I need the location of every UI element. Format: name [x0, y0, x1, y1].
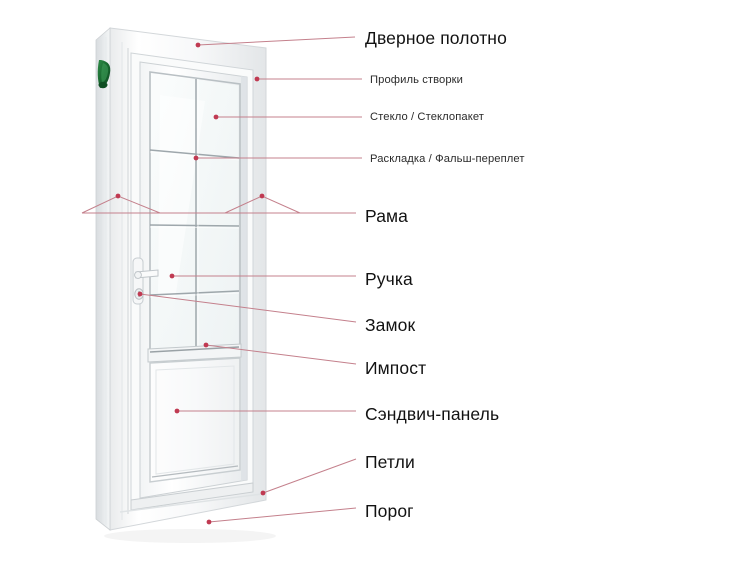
label-frame: Рама [365, 206, 408, 226]
leader-threshold [208, 507, 357, 523]
label-sandwich-panel: Сэндвич-панель [365, 404, 500, 424]
leader-dot-frame [115, 193, 121, 199]
label-handle: Ручка [365, 269, 413, 289]
leader-dot-mullion [203, 342, 209, 348]
sash-edge [241, 76, 247, 481]
label-threshold: Порог [365, 501, 414, 521]
label-muntin: Раскладка / Фальш-переплет [370, 153, 525, 165]
leader-dot-lock [137, 291, 143, 297]
sandwich-panel [149, 357, 241, 483]
leader-dot-hinges [260, 490, 266, 496]
muntin-grid [149, 79, 240, 348]
leader-dot-frame [259, 193, 265, 199]
leader-dot-muntin [193, 155, 199, 161]
door-hinge [97, 60, 111, 89]
panel-bottom-shadow [151, 465, 239, 478]
mullion-bar [147, 343, 242, 363]
door-shadow [104, 529, 276, 543]
leader-frame [81, 195, 356, 214]
leader-mullion [205, 344, 357, 365]
leader-dot-handle [169, 273, 175, 279]
leader-hinges [262, 458, 357, 494]
glass-reflection [158, 95, 205, 300]
threshold [119, 482, 263, 513]
leader-door-leaf [197, 36, 356, 46]
label-mullion: Импост [365, 358, 427, 378]
label-sash-profile: Профиль створки [370, 74, 464, 86]
label-glazing: Стекло / Стеклопакет [370, 111, 484, 123]
leader-lock [139, 293, 357, 323]
handle-pivot [134, 271, 142, 279]
leader-dot-glazing [213, 114, 219, 120]
leader-dot-threshold [206, 519, 212, 525]
label-lock: Замок [365, 315, 416, 335]
leader-dot-sash-profile [254, 76, 260, 82]
label-door-leaf: Дверное полотно [365, 28, 507, 48]
label-hinges: Петли [365, 452, 415, 472]
leader-dot-door-leaf [195, 42, 201, 48]
leader-dot-sandwich-panel [174, 408, 180, 414]
